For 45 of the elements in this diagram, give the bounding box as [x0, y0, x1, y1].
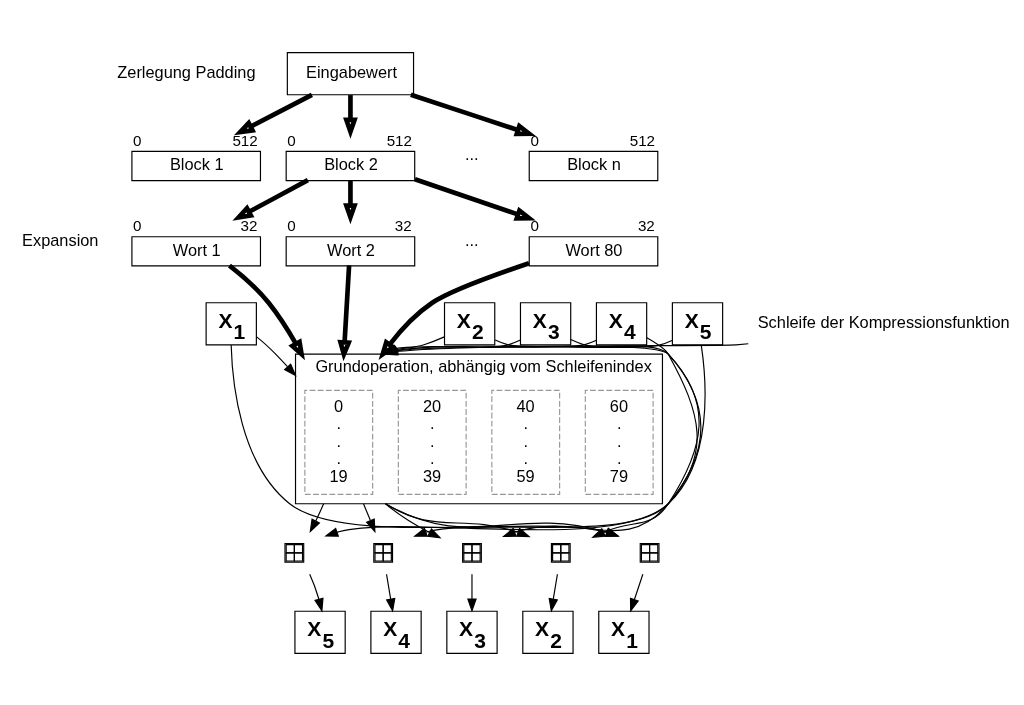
arrow — [343, 94, 358, 139]
label: ... — [464, 144, 479, 163]
arrow — [467, 573, 477, 612]
arrow — [309, 573, 324, 612]
arrow — [378, 260, 530, 360]
node-box: 0 . . . 19 — [304, 389, 374, 495]
label: ... — [464, 230, 479, 249]
arrow — [629, 573, 644, 612]
arrow — [233, 92, 313, 135]
node-label: 32 — [240, 216, 258, 234]
node-label: 32 — [394, 216, 412, 234]
arrow — [309, 502, 325, 533]
node-box: 40 . . . 59 — [491, 389, 561, 495]
node-label: 0 — [133, 131, 142, 149]
node-box: 60 . . . 79 — [584, 389, 654, 495]
node-box: 20 . . . 39 — [397, 389, 467, 495]
node-label: 0 — [287, 216, 296, 234]
arrow — [343, 179, 358, 224]
node-label: 512 — [386, 131, 413, 149]
arrow — [232, 177, 309, 221]
node-box: Block n — [528, 150, 659, 181]
arrow — [414, 176, 536, 221]
node-label: 0 — [133, 216, 142, 234]
node-label: 0 — [530, 216, 539, 234]
arrow — [410, 92, 536, 136]
node-text: Schleife der Kompressionsfunktion — [757, 312, 1010, 331]
node-box: Block 1 — [131, 150, 262, 181]
node-box: Wort 80 — [528, 235, 659, 267]
arrow — [384, 502, 531, 537]
node-box: Wort 2 — [285, 235, 416, 267]
arrow — [337, 264, 353, 361]
node-box: Block 2 — [285, 150, 416, 181]
label: Expansion — [22, 230, 99, 249]
arrow — [228, 263, 305, 360]
node-box: Eingabewert — [286, 51, 415, 95]
arrow — [385, 573, 396, 612]
arrow — [548, 573, 559, 612]
node-label: 0 — [287, 131, 296, 149]
node-label: 512 — [629, 131, 656, 149]
label: Zerlegung Padding — [117, 62, 256, 81]
node-label: 0 — [530, 131, 539, 149]
node-label: 512 — [232, 131, 258, 149]
node-box: Wort 1 — [131, 235, 262, 267]
node-label: 32 — [637, 216, 655, 234]
arrow — [256, 335, 297, 377]
